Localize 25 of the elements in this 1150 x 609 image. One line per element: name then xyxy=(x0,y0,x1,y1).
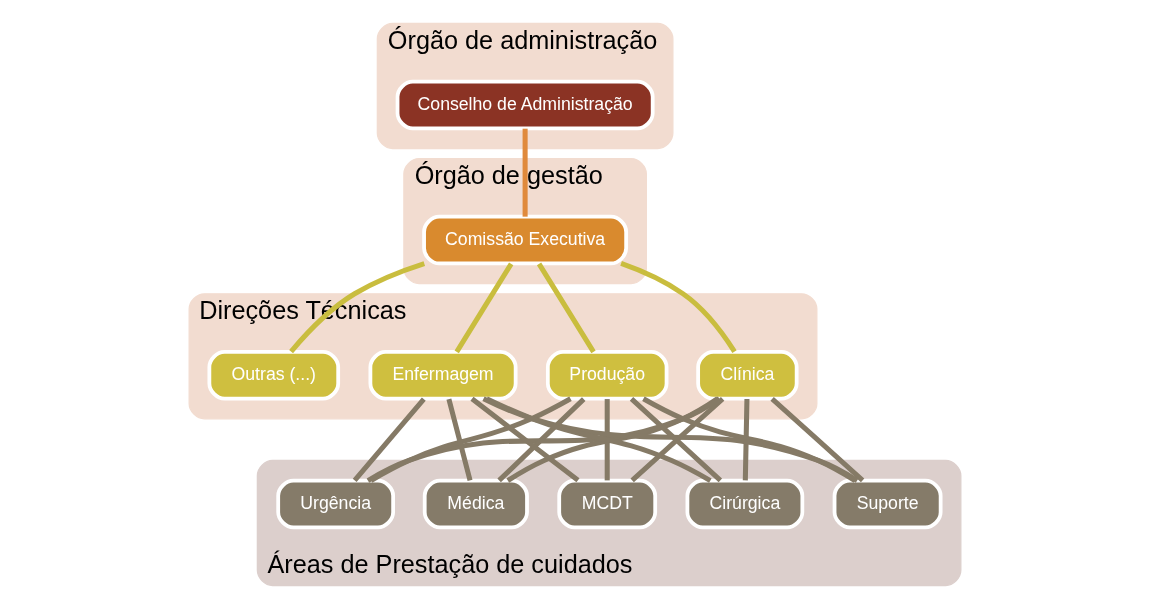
node-box: Cirúrgica xyxy=(685,478,805,530)
connector xyxy=(742,399,750,481)
connector xyxy=(620,261,737,353)
node-box: Outras (...) xyxy=(207,349,341,401)
node-box: Conselho de Administração xyxy=(395,79,655,131)
node-box: Comissão Executiva xyxy=(422,214,629,266)
node-box: Clínica xyxy=(696,349,799,401)
node-box: Urgência xyxy=(276,478,396,530)
connector xyxy=(642,396,857,483)
connector xyxy=(454,262,514,354)
connector xyxy=(470,396,580,483)
connector xyxy=(369,396,572,483)
node-box: Suporte xyxy=(832,478,943,530)
connector xyxy=(482,396,859,483)
node-box: Médica xyxy=(422,478,529,530)
node-box: Produção xyxy=(545,349,669,401)
node-box: Enfermagem xyxy=(368,349,518,401)
connector xyxy=(536,262,596,354)
connector xyxy=(352,397,426,483)
connector xyxy=(522,128,528,217)
connector xyxy=(497,397,586,483)
connector xyxy=(770,396,865,483)
node-box: MCDT xyxy=(557,478,658,530)
connector xyxy=(604,399,610,481)
connector xyxy=(366,396,721,483)
